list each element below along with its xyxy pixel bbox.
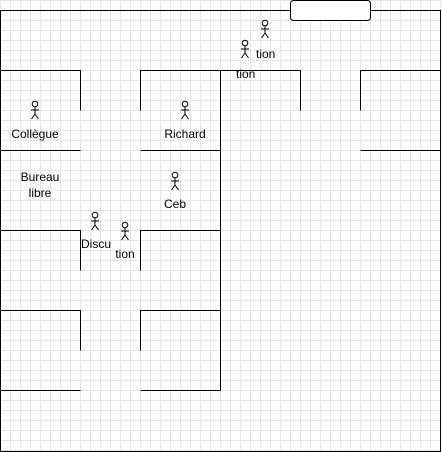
door-opening-box <box>290 0 371 21</box>
walls <box>0 10 441 452</box>
label-richard: Richard <box>164 127 205 141</box>
person-icon <box>90 211 100 231</box>
room-lower-middle <box>140 310 221 391</box>
person-icon <box>170 171 180 191</box>
room-top-right <box>360 70 441 151</box>
room-top-middle <box>220 70 301 111</box>
person-icon <box>260 19 270 39</box>
label-libre: libre <box>29 186 52 200</box>
person-icon <box>240 39 250 59</box>
label-ceb: Ceb <box>164 197 186 211</box>
person-icon <box>180 100 190 120</box>
label-tion-top-left: tion <box>236 67 255 81</box>
room-collegue-top <box>0 70 81 111</box>
label-collegue: Collègue <box>11 127 59 141</box>
label-discu: Discu <box>81 237 111 251</box>
label-tion-left: tion <box>115 247 134 261</box>
room-ceb-bottom <box>140 230 221 271</box>
label-bureau: Bureau <box>21 170 60 184</box>
person-icon <box>30 100 40 120</box>
person-icon <box>120 221 130 241</box>
label-tion-top-right: tion <box>256 47 275 61</box>
room-lower-left <box>0 310 81 391</box>
room-bureau-bottom <box>0 230 81 271</box>
